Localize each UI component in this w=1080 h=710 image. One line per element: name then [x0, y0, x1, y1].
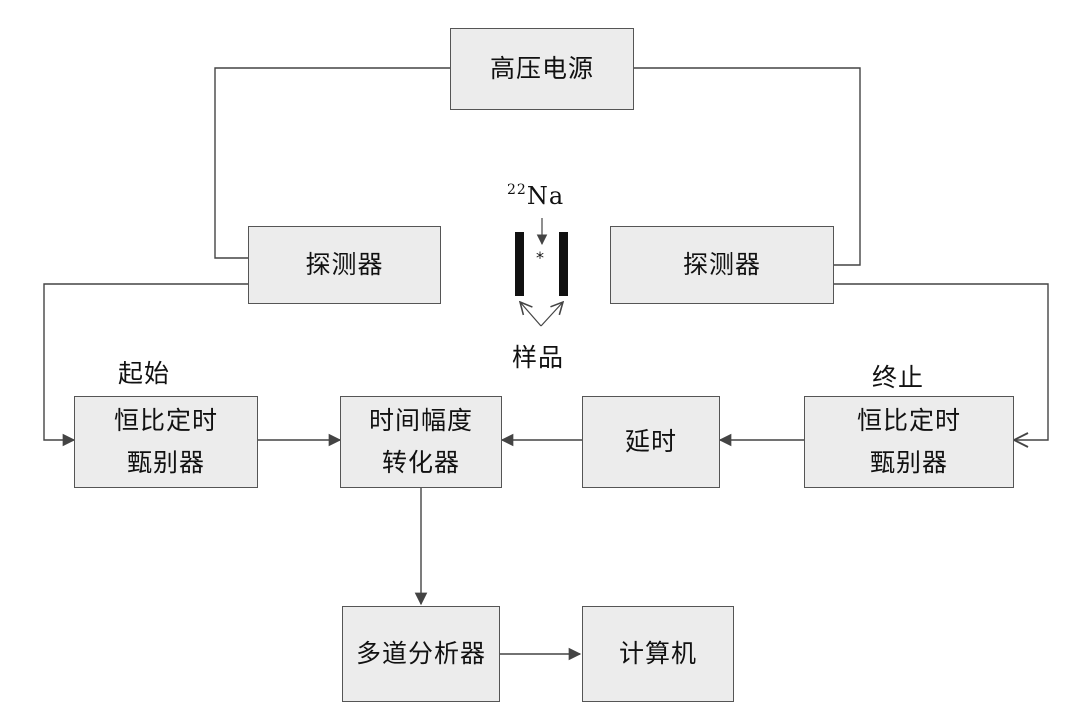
stop-cfd-line1: 恒比定时 [856, 406, 961, 435]
source-star: * [536, 248, 545, 267]
computer-label: 计算机 [618, 639, 697, 668]
arrow-detector-to-start-cfd [43, 283, 248, 447]
tac-line2: 转化器 [381, 448, 460, 477]
sample-plate-right [559, 232, 568, 296]
wire-hv-to-right-detector [634, 67, 861, 266]
tac-line1: 时间幅度 [368, 406, 473, 435]
sample-plate-left [515, 232, 524, 296]
arrow-sample-to-right-plate [540, 302, 563, 327]
isotope-symbol: Na [526, 182, 565, 210]
left-detector-box: 探测器 [248, 226, 441, 304]
stop-cfd-box: 恒比定时 甄别器 [804, 396, 1014, 488]
isotope-label: 22Na [507, 182, 564, 210]
start-label: 起始 [118, 359, 171, 388]
high-voltage-supply-label: 高压电源 [489, 54, 594, 83]
high-voltage-supply-box: 高压电源 [450, 28, 634, 110]
start-cfd-line1: 恒比定时 [113, 406, 218, 435]
wire-hv-to-left-detector [214, 67, 450, 259]
arrow-sample-to-left-plate [520, 302, 542, 327]
mca-box: 多道分析器 [342, 606, 500, 702]
sample-label: 样品 [512, 343, 565, 372]
start-cfd-box: 恒比定时 甄别器 [74, 396, 258, 488]
isotope-mass-number: 22 [507, 182, 527, 198]
delay-label: 延时 [624, 427, 677, 456]
computer-box: 计算机 [582, 606, 734, 702]
start-cfd-line2: 甄别器 [126, 448, 205, 477]
right-detector-label: 探测器 [682, 250, 761, 279]
left-detector-label: 探测器 [305, 250, 384, 279]
arrow-detector-to-stop-cfd [834, 283, 1049, 440]
delay-box: 延时 [582, 396, 720, 488]
stop-label: 终止 [872, 363, 925, 392]
tac-box: 时间幅度 转化器 [340, 396, 502, 488]
right-detector-box: 探测器 [610, 226, 834, 304]
mca-label: 多道分析器 [355, 639, 486, 668]
stop-cfd-line2: 甄别器 [869, 448, 948, 477]
